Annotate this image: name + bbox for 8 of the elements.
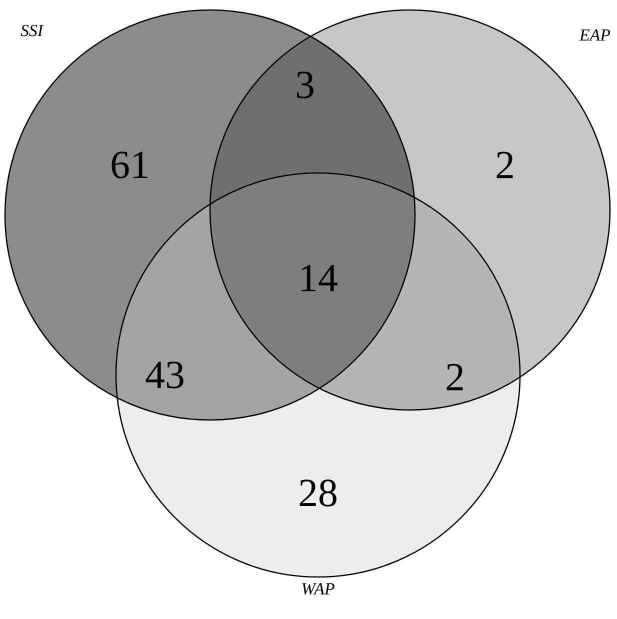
region-count: 61 — [112, 152, 148, 178]
region-count: 28 — [300, 480, 336, 506]
node-label: WAP — [302, 583, 334, 595]
region-count: 2 — [496, 152, 513, 178]
region-count: 3 — [296, 72, 314, 98]
region-count: 14 — [302, 264, 338, 292]
region-count: 2 — [446, 364, 463, 390]
region-count: 43 — [146, 362, 184, 388]
